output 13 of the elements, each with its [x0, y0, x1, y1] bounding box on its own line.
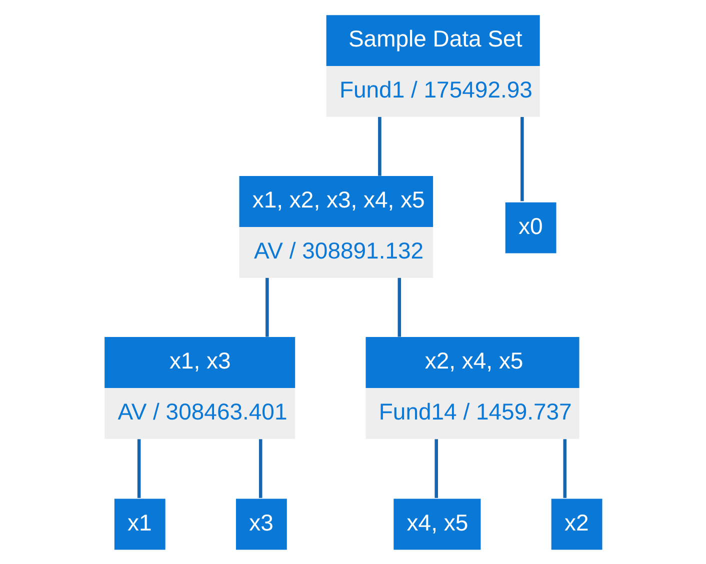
- connector: [137, 439, 141, 498]
- connector: [378, 116, 382, 176]
- connector: [266, 278, 269, 337]
- connector: [258, 439, 262, 498]
- connector: [520, 116, 524, 202]
- connector: [563, 439, 567, 498]
- node-box: x2: [551, 498, 602, 550]
- connector: [434, 439, 438, 498]
- node-box: x1: [114, 498, 166, 550]
- connector: [398, 278, 402, 337]
- node-box: x0: [505, 202, 556, 254]
- node-box: x4, x5: [394, 498, 481, 550]
- node-box: x3: [236, 498, 287, 550]
